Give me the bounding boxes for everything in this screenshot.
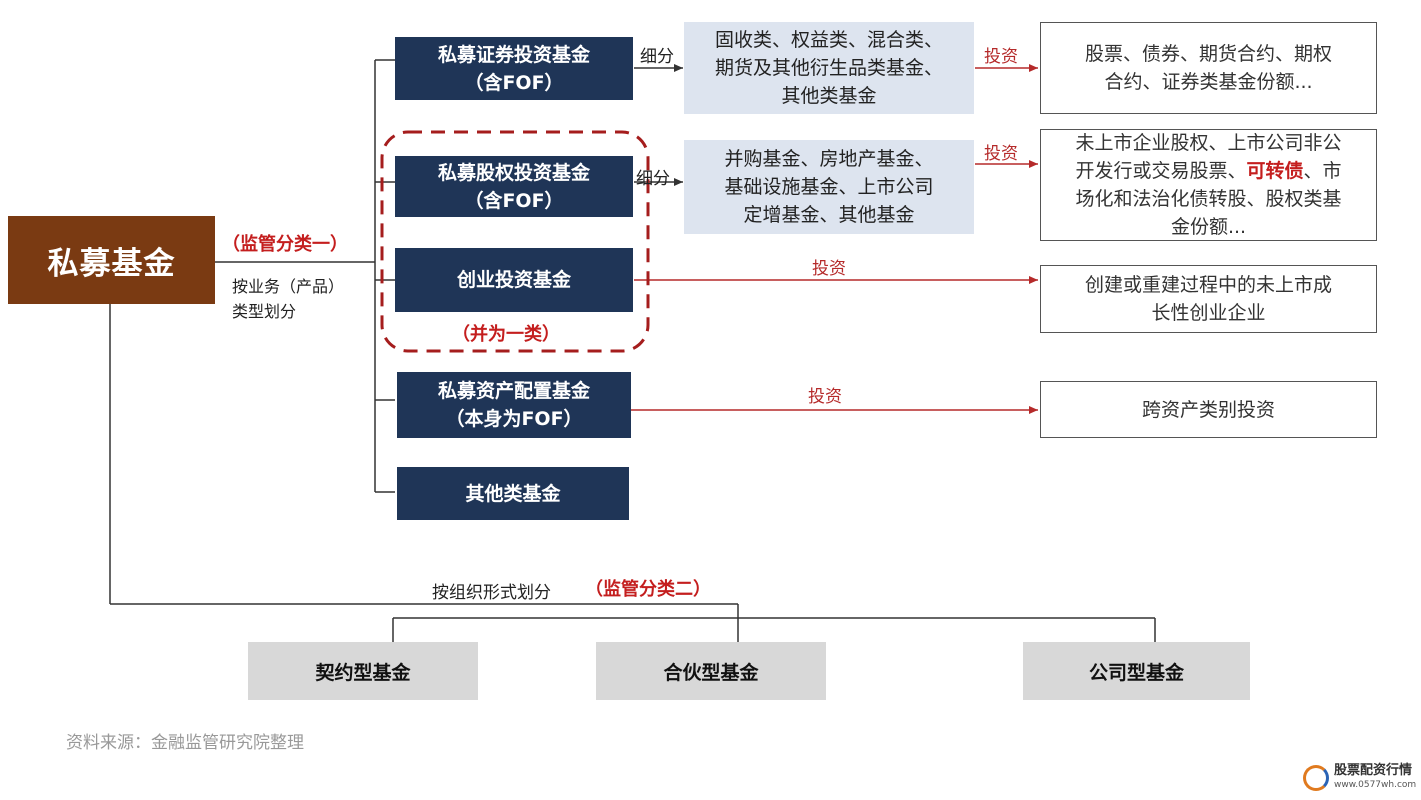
subcategory-securities: 固收类、权益类、混合类、 期货及其他衍生品类基金、 其他类基金 <box>684 22 974 114</box>
classification-one-note-line2: 类型划分 <box>232 302 297 321</box>
fund-equity-line2: （含FOF） <box>464 189 564 212</box>
subcategory-securities-line: 固收类、权益类、混合类、 <box>714 29 943 51</box>
fund-other-line1: 其他类基金 <box>465 482 561 505</box>
watermark-url: www.0577wh.com <box>1334 780 1417 790</box>
fund-equity: 私募股权投资基金 （含FOF） <box>395 156 633 217</box>
org-partnership-fund: 合伙型基金 <box>596 642 826 700</box>
subdivide-label-2: 细分 <box>636 169 670 189</box>
target-securities-line: 股票、债券、期货合约、期权 <box>1084 43 1332 65</box>
subcategory-equity-line: 并购基金、房地产基金、 <box>724 148 934 170</box>
target-asset-allocation-line: 跨资产类别投资 <box>1141 398 1275 421</box>
org-company-fund: 公司型基金 <box>1023 642 1250 700</box>
fund-securities-line2: （含FOF） <box>464 71 564 94</box>
org-partnership-fund-label: 合伙型基金 <box>663 661 759 684</box>
fund-venture: 创业投资基金 <box>395 248 633 312</box>
classification-one-note-line1: 按业务（产品） <box>232 277 345 296</box>
target-equity-line2: 开发行或交易股票、可转债、市 <box>1075 157 1341 185</box>
fund-asset-allocation-line2: （本身为FOF） <box>445 408 583 430</box>
fund-equity-line1: 私募股权投资基金 <box>437 161 590 184</box>
fund-asset-allocation-line1: 私募资产配置基金 <box>437 380 590 402</box>
org-company-fund-label: 公司型基金 <box>1088 661 1184 684</box>
subcategory-equity: 并购基金、房地产基金、 基础设施基金、上市公司 定增基金、其他基金 <box>684 140 974 234</box>
target-venture-line: 长性创业企业 <box>1151 302 1266 324</box>
merged-tag: （并为一类） <box>452 324 560 345</box>
fund-securities-line1: 私募证券投资基金 <box>437 43 590 66</box>
invest-label-4: 投资 <box>808 387 842 407</box>
root-label: 私募基金 <box>47 245 176 282</box>
org-contract-fund-label: 契约型基金 <box>315 661 411 684</box>
subcategory-securities-line: 其他类基金 <box>781 85 877 107</box>
org-contract-fund: 契约型基金 <box>248 642 478 700</box>
target-equity-line2-text: 开发行或交易股票、 <box>1075 160 1247 182</box>
root-private-fund: 私募基金 <box>8 216 215 304</box>
convertible-bond-highlight: 可转债 <box>1246 160 1304 182</box>
invest-label-1: 投资 <box>984 47 1018 67</box>
fund-venture-line1: 创业投资基金 <box>456 269 571 291</box>
target-asset-allocation: 跨资产类别投资 <box>1040 381 1377 438</box>
watermark-title: 股票配资行情 <box>1334 763 1413 778</box>
subcategory-equity-line: 基础设施基金、上市公司 <box>724 176 934 198</box>
target-equity-line2-after: 、市 <box>1303 160 1342 182</box>
subcategory-securities-line: 期货及其他衍生品类基金、 <box>714 57 943 79</box>
target-equity-line: 场化和法治化债转股、股权类基 <box>1075 188 1342 210</box>
fund-securities: 私募证券投资基金 （含FOF） <box>395 37 633 100</box>
target-securities-line: 合约、证券类基金份额... <box>1104 71 1313 93</box>
classification-two-tag: （监管分类二） <box>585 579 711 600</box>
target-equity-line: 金份额... <box>1170 216 1247 238</box>
target-equity-line: 未上市企业股权、上市公司非公 <box>1075 132 1342 154</box>
target-equity: 未上市企业股权、上市公司非公 开发行或交易股票、可转债、市 场化和法治化债转股、… <box>1040 129 1377 241</box>
invest-label-3: 投资 <box>812 259 846 279</box>
source-note: 资料来源：金融监管研究院整理 <box>66 733 304 753</box>
subcategory-equity-line: 定增基金、其他基金 <box>743 204 915 226</box>
subdivide-label-1: 细分 <box>640 47 674 67</box>
invest-label-2: 投资 <box>984 144 1018 164</box>
target-venture-line: 创建或重建过程中的未上市成 <box>1084 274 1332 296</box>
target-venture: 创建或重建过程中的未上市成 长性创业企业 <box>1040 265 1377 333</box>
target-securities: 股票、债券、期货合约、期权 合约、证券类基金份额... <box>1040 22 1377 114</box>
fund-other: 其他类基金 <box>397 467 629 520</box>
watermark: 股票配资行情 www.0577wh.com <box>1303 764 1416 792</box>
watermark-logo-icon <box>1303 765 1329 791</box>
fund-asset-allocation: 私募资产配置基金 （本身为FOF） <box>397 372 631 438</box>
classification-one-tag: （监管分类一） <box>222 234 348 255</box>
classification-two-note: 按组织形式划分 <box>432 583 551 603</box>
